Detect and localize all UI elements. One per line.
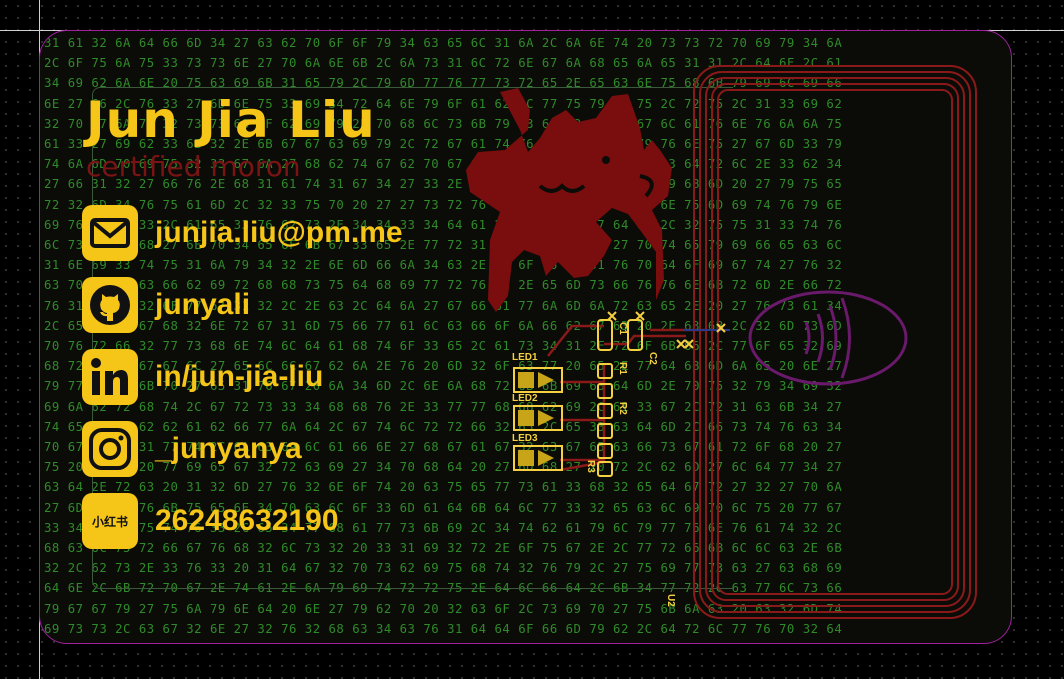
hex-text-pattern: 31 61 32 6A 64 66 6D 34 27 63 62 70 6F 6… [44, 36, 843, 643]
cat-face-details [538, 156, 654, 198]
contact-linkedin[interactable]: in/jun-jia-liu [82, 349, 323, 405]
c1-label: C1 [617, 322, 628, 335]
email-text[interactable]: junjia.liu@pm.me [155, 216, 403, 249]
instagram-text[interactable]: _junyanya [155, 432, 302, 465]
copper-traces [547, 324, 706, 472]
r3-label: R3 [585, 460, 596, 473]
linkedin-icon [82, 349, 138, 405]
led1-label: LED1 [512, 352, 538, 363]
resistor-capacitor-pads[interactable] [597, 319, 643, 477]
card-name: Jun Jia Liu [86, 91, 376, 149]
cat-witch-logo [466, 88, 672, 312]
xiaohongshu-badge-text: 小红书 [91, 514, 128, 529]
linkedin-text[interactable]: in/jun-jia-liu [155, 360, 324, 393]
unconnected-markers [607, 311, 726, 349]
mail-icon [82, 205, 138, 261]
card-tagline: certified moron [86, 150, 301, 183]
github-icon [82, 277, 138, 333]
github-text[interactable]: junyali [155, 288, 251, 321]
led3-label: LED3 [512, 433, 538, 444]
u2-label: U2 [665, 594, 676, 607]
contact-instagram[interactable]: _junyanya [82, 421, 302, 477]
silkscreen-inner-outline [92, 87, 733, 589]
led2-label: LED2 [512, 393, 538, 404]
led2-footprint[interactable] [513, 405, 563, 431]
c2-label: C2 [647, 352, 658, 365]
contact-email[interactable]: junjia.liu@pm.me [82, 205, 403, 261]
nfc-antenna-coil[interactable] [693, 65, 977, 619]
r2-label: R2 [617, 402, 628, 415]
xiaohongshu-text[interactable]: 26248632190 [155, 504, 339, 537]
instagram-icon [82, 421, 138, 477]
xiaohongshu-icon: 小红书 [82, 493, 138, 549]
contact-github[interactable]: junyali [82, 277, 250, 333]
r1-label: R1 [617, 362, 628, 375]
led3-footprint[interactable] [513, 445, 563, 471]
contact-xiaohongshu[interactable]: 小红书 26248632190 [82, 493, 339, 549]
led1-footprint[interactable] [513, 367, 563, 393]
contactless-icon [748, 290, 908, 386]
